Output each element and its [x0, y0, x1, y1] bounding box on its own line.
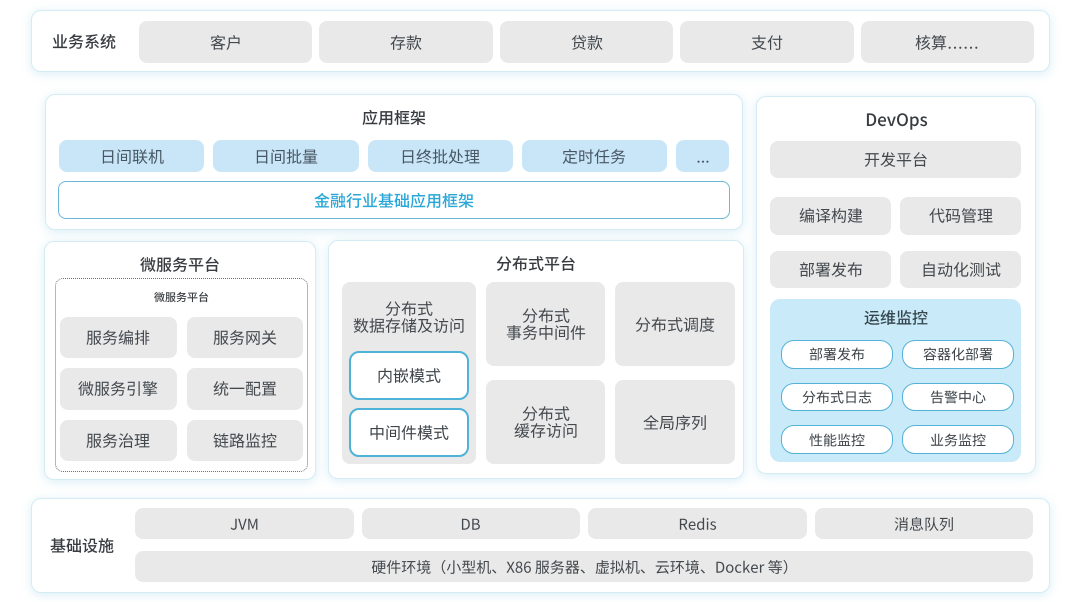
infrastructure-content: JVM DB Redis 消息队列 硬件环境（小型机、X86 服务器、虚拟机、云… [135, 508, 1033, 582]
application-framework-modules: 日间联机 日间批量 日终批处理 定时任务 ... [59, 140, 729, 172]
devops-title: DevOps [757, 107, 1035, 131]
microservice-inner-box: 微服务平台 服务编排 服务网关 微服务引擎 统一配置 服务治理 链路监控 [55, 278, 308, 472]
devops-development-platform: 开发平台 [770, 141, 1021, 178]
module-end-of-day-batch: 日终批处理 [367, 140, 513, 172]
distributed-storage-box: 分布式 数据存储及访问 内嵌模式 中间件模式 [342, 282, 476, 464]
ops-item-performance-monitoring: 性能监控 [781, 425, 893, 454]
infra-hardware-environment: 硬件环境（小型机、X86 服务器、虚拟机、云环境、Docker 等） [135, 551, 1033, 582]
ms-item-service-gateway: 服务网关 [186, 317, 303, 359]
application-framework-panel: 应用框架 日间联机 日间批量 日终批处理 定时任务 ... 金融行业基础应用框架 [45, 94, 743, 230]
ops-monitoring-panel: 运维监控 部署发布 容器化部署 分布式日志 告警中心 性能监控 业务监控 [770, 299, 1021, 462]
ops-item-deploy-release: 部署发布 [781, 340, 893, 369]
distributed-column-1: 分布式 事务中间件 分布式 缓存访问 [485, 282, 606, 464]
ops-item-alert-center: 告警中心 [902, 382, 1014, 412]
module-more: ... [676, 140, 729, 172]
business-system-item-accounting: 核算…… [860, 21, 1035, 63]
storage-mode-middleware: 中间件模式 [349, 408, 469, 457]
infra-item-db: DB [361, 508, 580, 539]
ops-item-containerized-deployment: 容器化部署 [902, 340, 1014, 369]
business-system-item-deposits: 存款 [319, 21, 493, 63]
distributed-platform-title: 分布式平台 [329, 252, 743, 274]
business-system-item-customer: 客户 [139, 21, 313, 63]
dp-item-global-sequence: 全局序列 [615, 380, 736, 464]
ms-item-service-orchestration: 服务编排 [60, 317, 177, 359]
infra-item-jvm: JVM [135, 508, 354, 539]
ms-item-trace-monitoring: 链路监控 [186, 419, 303, 461]
business-systems-label: 业务系统 [52, 11, 116, 71]
microservice-platform-title: 微服务平台 [45, 253, 315, 275]
ms-item-microservice-engine: 微服务引擎 [60, 368, 177, 410]
ops-item-business-monitoring: 业务监控 [902, 425, 1014, 454]
business-systems-row: 客户 存款 贷款 支付 核算…… [139, 21, 1035, 63]
financial-base-framework-box: 金融行业基础应用框架 [58, 181, 730, 219]
devops-tool-automated-testing: 自动化测试 [900, 250, 1021, 288]
devops-panel: DevOps 开发平台 编译构建 代码管理 部署发布 自动化测试 运维监控 部署… [756, 96, 1036, 474]
distributed-storage-label: 分布式 数据存储及访问 [349, 300, 469, 334]
infrastructure-band: 基础设施 JVM DB Redis 消息队列 硬件环境（小型机、X86 服务器、… [31, 498, 1050, 593]
infra-item-message-queue: 消息队列 [814, 508, 1033, 539]
dp-item-cache-access: 分布式 缓存访问 [485, 380, 606, 464]
devops-tool-code-management: 代码管理 [900, 197, 1021, 235]
microservice-inner-title: 微服务平台 [56, 288, 307, 306]
devops-tools-grid: 编译构建 代码管理 部署发布 自动化测试 [770, 197, 1021, 288]
ops-monitoring-title: 运维监控 [770, 307, 1021, 327]
business-system-item-payments: 支付 [680, 21, 854, 63]
business-system-item-loans: 贷款 [499, 21, 674, 63]
application-framework-title: 应用框架 [46, 106, 742, 128]
module-daytime-batch: 日间批量 [213, 140, 359, 172]
distributed-platform-panel: 分布式平台 分布式 数据存储及访问 内嵌模式 中间件模式 分布式 事务中间件 分… [328, 240, 744, 479]
devops-tool-compile-build: 编译构建 [770, 197, 891, 235]
ops-monitoring-grid: 部署发布 容器化部署 分布式日志 告警中心 性能监控 业务监控 [781, 340, 1014, 454]
storage-mode-embedded: 内嵌模式 [349, 351, 469, 400]
infra-item-redis: Redis [588, 508, 807, 539]
business-systems-band: 业务系统 客户 存款 贷款 支付 核算…… [31, 10, 1050, 72]
distributed-content: 分布式 数据存储及访问 内嵌模式 中间件模式 分布式 事务中间件 分布式 缓存访… [342, 282, 736, 464]
distributed-column-2: 分布式调度 全局序列 [615, 282, 736, 464]
dp-item-transaction-middleware: 分布式 事务中间件 [485, 282, 606, 366]
infrastructure-row: JVM DB Redis 消息队列 [135, 508, 1033, 539]
ms-item-service-governance: 服务治理 [60, 419, 177, 461]
infrastructure-label: 基础设施 [50, 499, 114, 592]
ms-item-unified-configuration: 统一配置 [186, 368, 303, 410]
microservice-grid: 服务编排 服务网关 微服务引擎 统一配置 服务治理 链路监控 [60, 317, 303, 461]
devops-tool-deploy-release: 部署发布 [770, 250, 891, 288]
module-scheduled-tasks: 定时任务 [521, 140, 667, 172]
dp-item-distributed-scheduling: 分布式调度 [615, 282, 736, 366]
microservice-platform-panel: 微服务平台 微服务平台 服务编排 服务网关 微服务引擎 统一配置 服务治理 链路… [44, 241, 316, 480]
ops-item-distributed-logging: 分布式日志 [781, 382, 893, 412]
module-daytime-online: 日间联机 [59, 140, 205, 172]
